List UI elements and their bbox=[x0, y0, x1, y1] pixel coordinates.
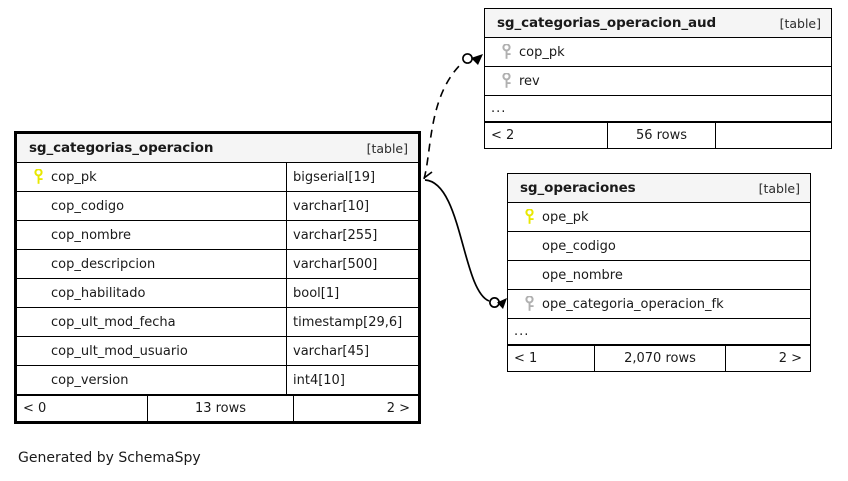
column-name: cop_codigo bbox=[51, 198, 125, 214]
foreign-key-icon bbox=[516, 296, 542, 312]
table-row[interactable]: ope_pk bbox=[508, 203, 810, 232]
table-sg_categorias_operacion[interactable]: sg_categorias_operacion [table] cop_pk b… bbox=[14, 131, 421, 424]
table-kind-label: [table] bbox=[366, 140, 408, 156]
more-columns-indicator: ... bbox=[508, 319, 810, 345]
table-header: sg_categorias_operacion_aud [table] bbox=[485, 9, 831, 38]
row-count-label: 13 rows bbox=[147, 396, 294, 421]
column-name: ope_nombre bbox=[542, 267, 623, 283]
next-page-button[interactable]: 2 > bbox=[778, 351, 802, 366]
next-page-button[interactable] bbox=[716, 123, 831, 148]
next-page-button[interactable]: 2 > bbox=[386, 401, 410, 416]
table-row[interactable]: ope_nombre bbox=[508, 261, 810, 290]
column-type: varchar[500] bbox=[286, 250, 418, 278]
row-count-label: 2,070 rows bbox=[594, 346, 726, 371]
table-row[interactable]: rev bbox=[485, 67, 831, 96]
table-kind-label: [table] bbox=[779, 15, 821, 31]
table-row[interactable]: cop_codigo varchar[10] bbox=[17, 192, 418, 221]
column-name: cop_nombre bbox=[51, 227, 132, 243]
column-cell: cop_codigo bbox=[17, 192, 286, 220]
arrowhead bbox=[471, 54, 483, 65]
table-row[interactable]: cop_nombre varchar[255] bbox=[17, 221, 418, 250]
table-footer: < 2 56 rows bbox=[485, 122, 831, 148]
column-cell: cop_ult_mod_usuario bbox=[17, 337, 286, 365]
relationship-categorias-to-aud bbox=[423, 53, 483, 180]
column-name: cop_pk bbox=[51, 169, 97, 185]
more-columns-indicator: ... bbox=[485, 96, 831, 122]
column-type: varchar[10] bbox=[286, 192, 418, 220]
prev-page-button[interactable]: < 2 bbox=[491, 128, 515, 143]
table-row[interactable]: ope_categoria_operacion_fk bbox=[508, 290, 810, 319]
column-name: cop_pk bbox=[519, 44, 565, 60]
table-footer: < 1 2,070 rows 2 > bbox=[508, 345, 810, 371]
table-kind-label: [table] bbox=[758, 180, 800, 196]
column-type: timestamp[29,6] bbox=[286, 308, 418, 336]
generated-by-caption: Generated by SchemaSpy bbox=[18, 450, 201, 466]
table-title: sg_categorias_operacion bbox=[29, 140, 214, 156]
column-cell: cop_pk bbox=[17, 163, 286, 191]
column-name: cop_version bbox=[51, 372, 129, 388]
column-name: ope_codigo bbox=[542, 238, 616, 254]
cardinality-zero-marker bbox=[462, 53, 473, 64]
column-cell: ope_categoria_operacion_fk bbox=[508, 290, 810, 318]
column-type: varchar[255] bbox=[286, 221, 418, 249]
table-row[interactable]: cop_pk bbox=[485, 38, 831, 67]
column-cell: cop_habilitado bbox=[17, 279, 286, 307]
primary-key-icon bbox=[516, 209, 542, 225]
column-cell: ope_codigo bbox=[508, 232, 810, 260]
table-sg_categorias_operacion_aud[interactable]: sg_categorias_operacion_aud [table] cop_… bbox=[484, 8, 832, 149]
table-row[interactable]: ope_codigo bbox=[508, 232, 810, 261]
table-header: sg_operaciones [table] bbox=[508, 174, 810, 203]
column-type: bool[1] bbox=[286, 279, 418, 307]
table-row[interactable]: cop_pk bigserial[19] bbox=[17, 163, 418, 192]
column-cell: cop_descripcion bbox=[17, 250, 286, 278]
primary-key-icon bbox=[25, 169, 51, 185]
prev-page-button[interactable]: < 1 bbox=[514, 351, 538, 366]
column-cell: cop_ult_mod_fecha bbox=[17, 308, 286, 336]
table-row[interactable]: cop_descripcion varchar[500] bbox=[17, 250, 418, 279]
column-type: int4[10] bbox=[286, 366, 418, 394]
foreign-key-icon bbox=[493, 44, 519, 60]
table-sg_operaciones[interactable]: sg_operaciones [table] ope_pk ope_codigo bbox=[507, 173, 811, 372]
column-cell: ope_nombre bbox=[508, 261, 810, 289]
column-name: cop_ult_mod_fecha bbox=[51, 314, 176, 330]
table-title: sg_operaciones bbox=[520, 180, 636, 196]
column-cell: ope_pk bbox=[508, 203, 810, 231]
prev-page-button[interactable]: < 0 bbox=[23, 401, 47, 416]
foreign-key-icon bbox=[493, 73, 519, 89]
relationship-categorias-to-operaciones bbox=[423, 171, 507, 309]
column-name: ope_categoria_operacion_fk bbox=[542, 296, 724, 312]
table-row[interactable]: cop_habilitado bool[1] bbox=[17, 279, 418, 308]
column-type: bigserial[19] bbox=[286, 163, 418, 191]
column-name: ope_pk bbox=[542, 209, 589, 225]
column-name: cop_descripcion bbox=[51, 256, 156, 272]
column-cell: rev bbox=[485, 67, 831, 95]
row-count-label: 56 rows bbox=[607, 123, 716, 148]
column-name: cop_habilitado bbox=[51, 285, 146, 301]
column-cell: cop_nombre bbox=[17, 221, 286, 249]
table-title: sg_categorias_operacion_aud bbox=[497, 15, 717, 31]
column-cell: cop_pk bbox=[485, 38, 831, 66]
edge-tick bbox=[423, 171, 433, 179]
column-name: cop_ult_mod_usuario bbox=[51, 343, 188, 359]
table-header: sg_categorias_operacion [table] bbox=[17, 134, 418, 163]
arrowhead bbox=[497, 298, 507, 309]
column-type: varchar[45] bbox=[286, 337, 418, 365]
table-row[interactable]: cop_ult_mod_usuario varchar[45] bbox=[17, 337, 418, 366]
cardinality-zero-marker bbox=[489, 297, 500, 308]
table-row[interactable]: cop_version int4[10] bbox=[17, 366, 418, 395]
column-cell: cop_version bbox=[17, 366, 286, 394]
table-footer: < 0 13 rows 2 > bbox=[17, 395, 418, 421]
column-name: rev bbox=[519, 73, 540, 89]
table-row[interactable]: cop_ult_mod_fecha timestamp[29,6] bbox=[17, 308, 418, 337]
